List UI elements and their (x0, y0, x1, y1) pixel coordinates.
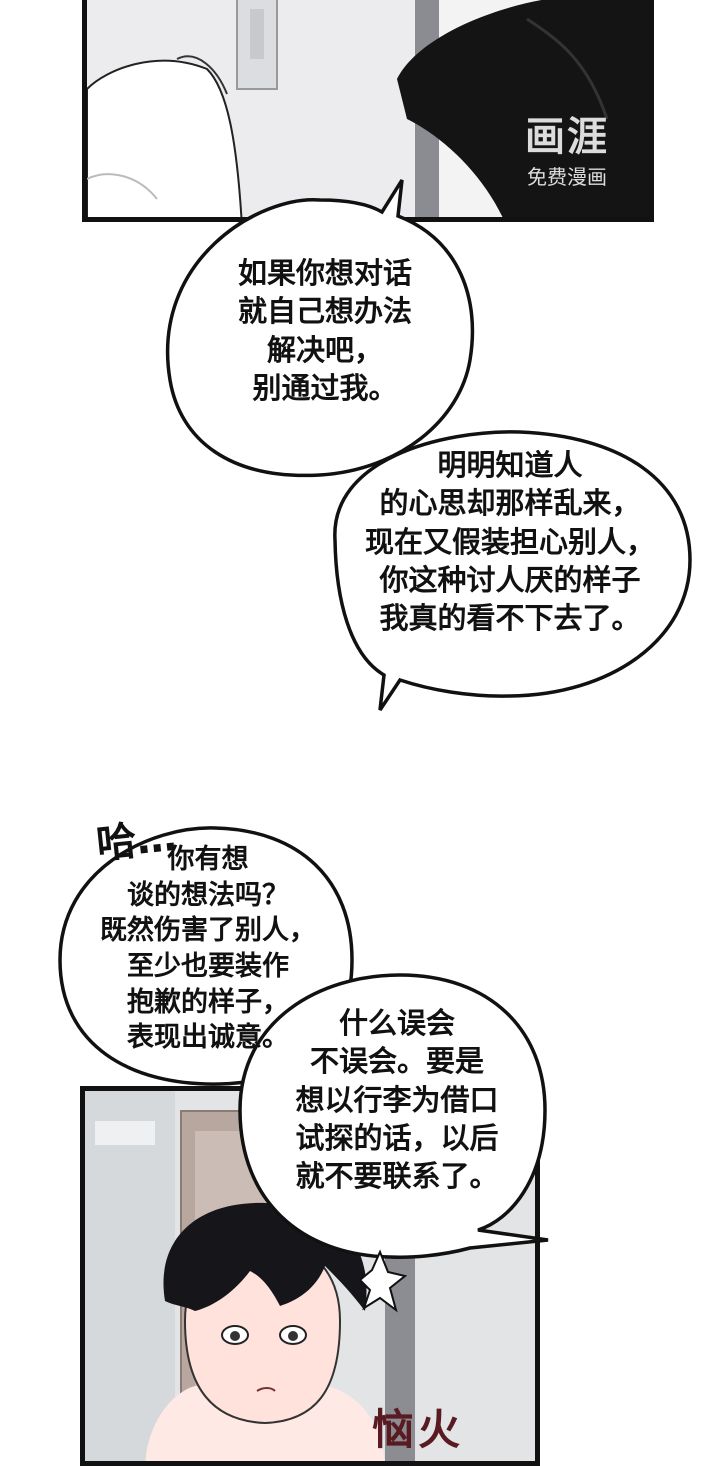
bubble-line: 什么误会 (338, 1006, 455, 1040)
bubble-line: 现在又假装担心别人， (364, 524, 655, 559)
bubble-line: 如果你想对话 (237, 256, 412, 290)
bubble-line: 明明知道人 (437, 448, 583, 482)
bubble-4-text: 什么误会 不误会。要是 想以行李为借口 试探的话，以后 就不要联系了。 (262, 1004, 532, 1195)
bubble-line: 不误会。要是 (309, 1044, 484, 1079)
bubble-line: 解决吧， (266, 332, 383, 367)
top-comic-panel: 画涯 免费漫画 (82, 0, 654, 222)
sfx-angry: 恼火 (372, 1405, 465, 1454)
bubble-line: 既然伤害了别人， (100, 915, 316, 947)
bubble-line: 的心思却那样乱来， (379, 486, 641, 521)
bubble-2-shape (333, 430, 692, 711)
bubble-line: 我真的看不下去了。 (379, 601, 641, 636)
watermark-subtext: 免费漫画 (527, 165, 607, 189)
bubble-line: 你这种讨人厌的样子 (379, 562, 641, 597)
bubble-3-text: 你有想 谈的想法吗？ 既然伤害了别人， 至少也要装作 抱歉的样子， 表现出诚意。 (68, 842, 348, 1056)
bubble-1-text: 如果你想对话 就自己想办法 解决吧， 别通过我。 (200, 254, 450, 407)
bubble-line: 就自己想办法 (237, 294, 412, 329)
bubble-shapes-upper (166, 179, 692, 711)
bubble-line: 至少也要装作 (127, 950, 289, 982)
bubble-2-text: 明明知道人 的心思却那样乱来， 现在又假装担心别人， 你这种讨人厌的样子 我真的… (340, 446, 680, 637)
bubble-line: 就不要联系了。 (295, 1159, 499, 1194)
bubble-line: 表现出诚意。 (127, 1022, 289, 1054)
top-panel-art (87, 0, 649, 217)
watermark-logo: 画涯 (525, 114, 609, 160)
bubble-line: 你有想 (167, 844, 249, 875)
watermark: 画涯 免费漫画 (525, 117, 609, 190)
bubble-line: 想以行李为借口 (295, 1082, 499, 1117)
bubble-line: 谈的想法吗？ (127, 879, 289, 911)
bubble-line: 抱歉的样子， (127, 986, 289, 1018)
bubble-1-shape (166, 179, 475, 478)
bubble-line: 试探的话，以后 (295, 1120, 499, 1155)
bubble-line: 别通过我。 (252, 370, 398, 405)
